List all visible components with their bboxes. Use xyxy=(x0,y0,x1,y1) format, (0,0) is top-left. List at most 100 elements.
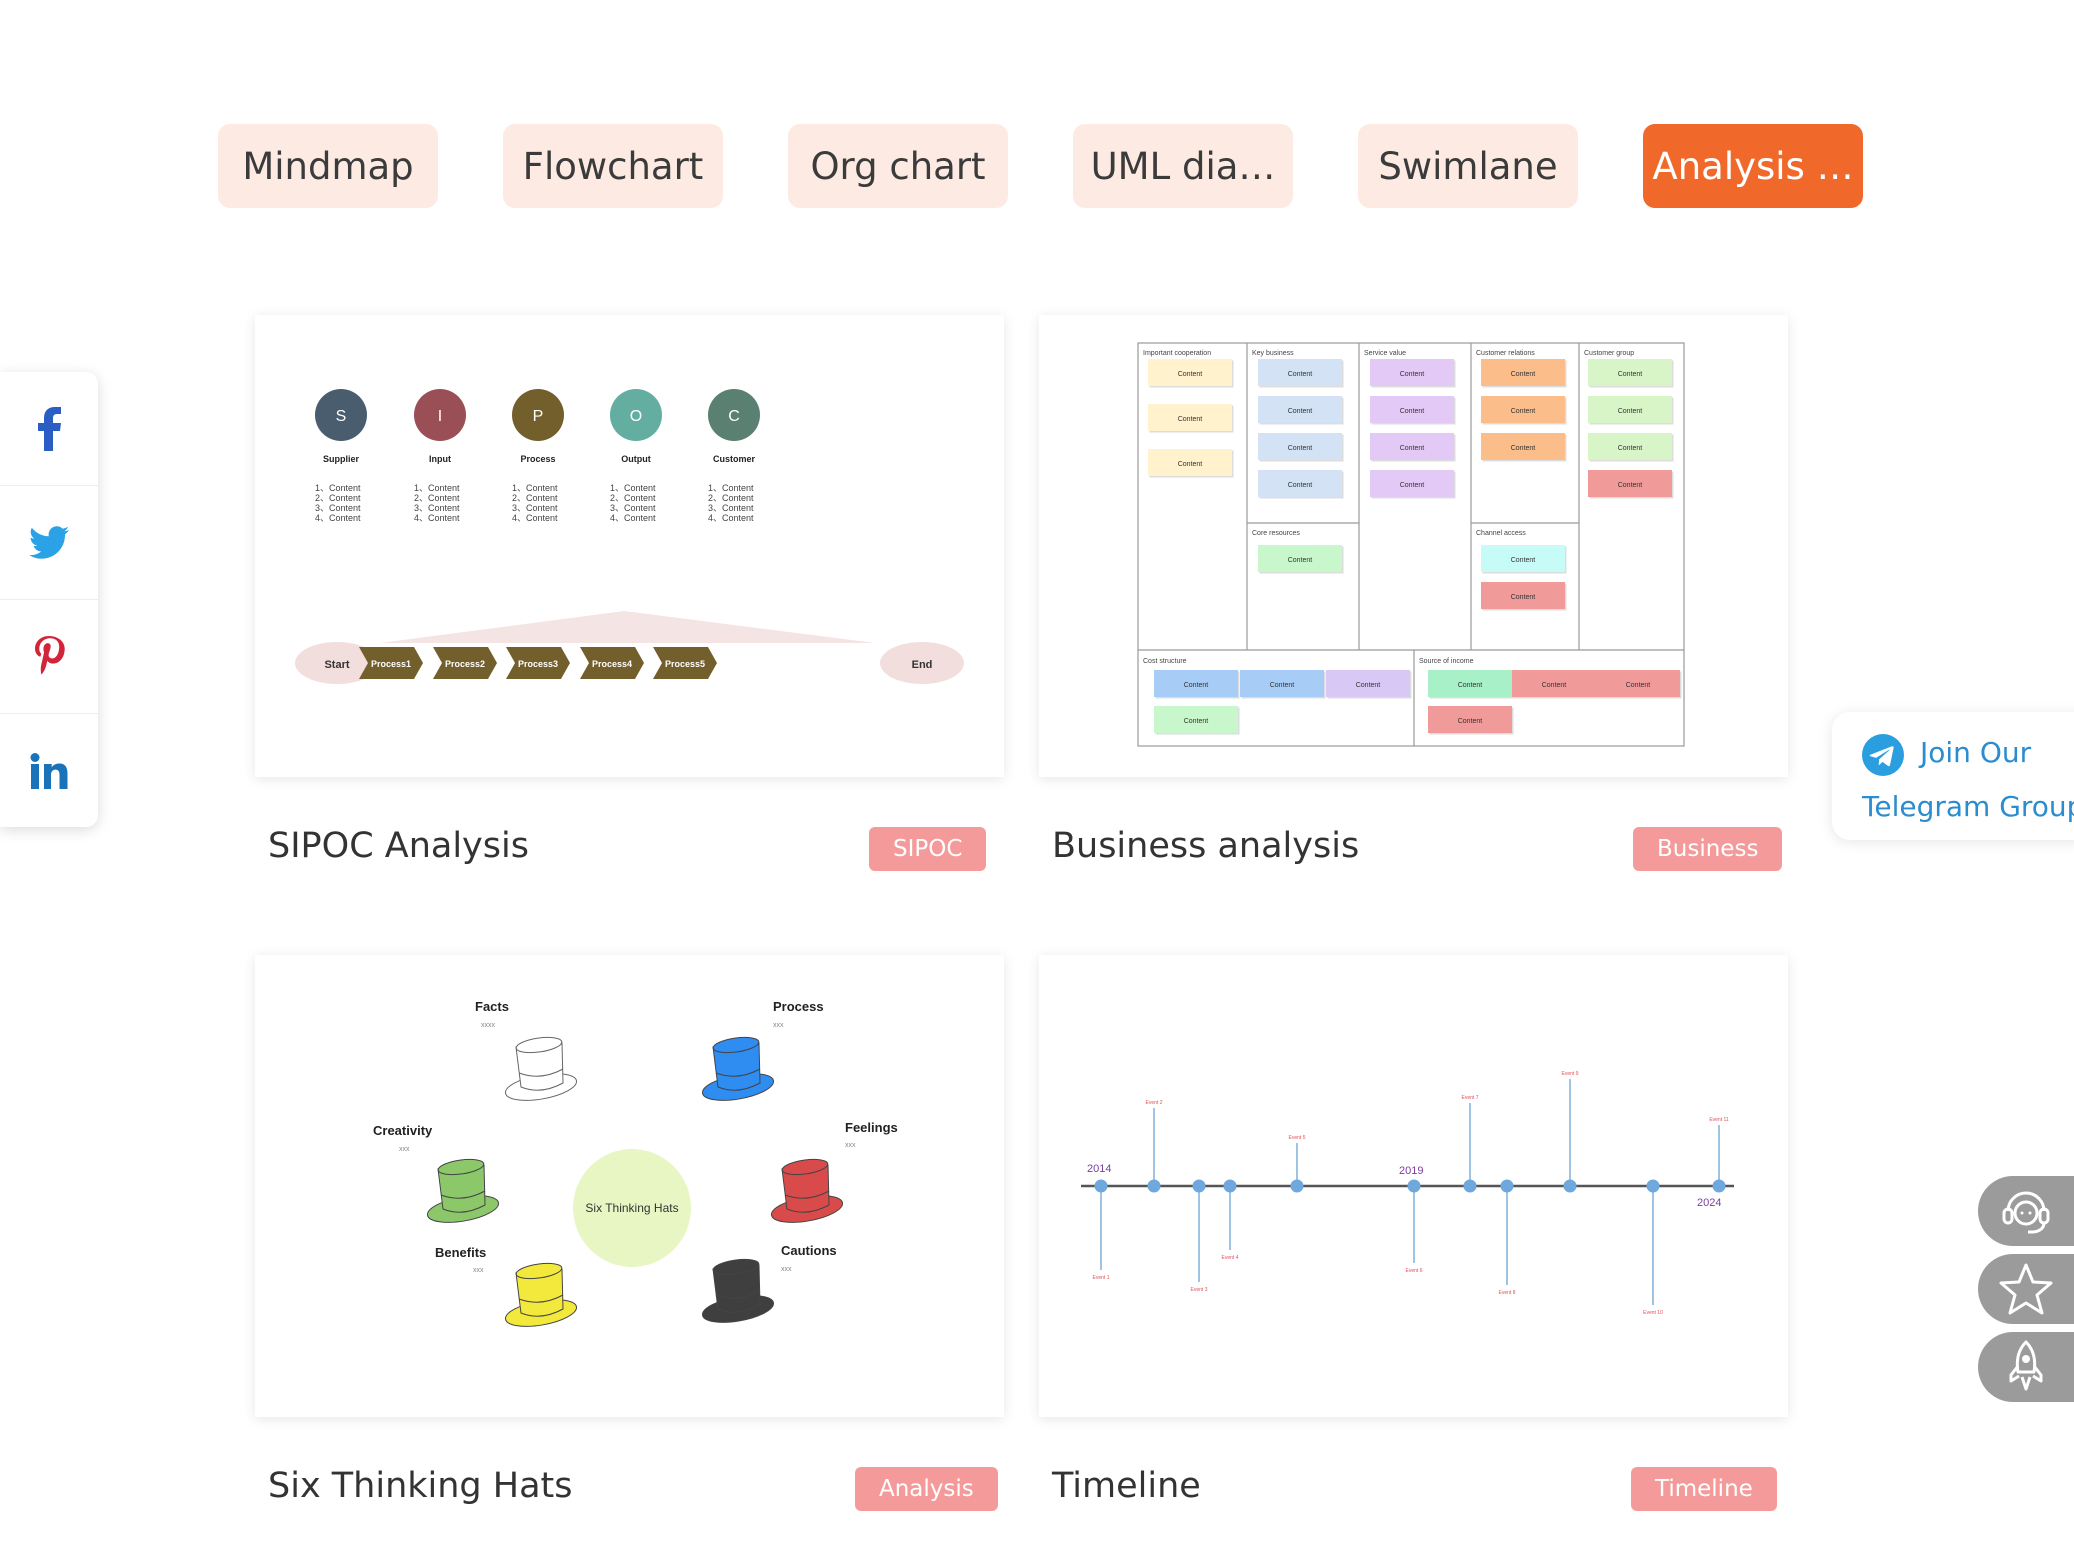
biz-header-key-business: Key business xyxy=(1252,350,1294,357)
biz-header-income: Source of income xyxy=(1419,658,1474,665)
sipoc-item: 3、Content xyxy=(315,503,361,513)
biz-note-text: Content xyxy=(1618,482,1643,489)
timeline-node xyxy=(1223,1179,1237,1193)
timeline-node xyxy=(1407,1179,1421,1193)
timeline-year-mid: 2019 xyxy=(1399,1165,1423,1177)
biz-note-text: Content xyxy=(1270,682,1295,689)
card-tag-sipoc[interactable]: SIPOC xyxy=(869,827,987,871)
support-button[interactable] xyxy=(1978,1176,2074,1246)
sipoc-process-arrow xyxy=(359,647,423,679)
sipoc-item: 1、Content xyxy=(610,483,656,493)
hat-label: Facts xyxy=(475,999,509,1014)
sipoc-end-node xyxy=(880,642,964,684)
biz-note-text: Content xyxy=(1458,682,1483,689)
telegram-line1: Join Our xyxy=(1920,736,2032,769)
hat-benefits xyxy=(504,1262,578,1327)
hat-label: Process xyxy=(773,999,824,1014)
back-to-top-button[interactable] xyxy=(1978,1332,2074,1402)
tab-mindmap[interactable]: Mindmap xyxy=(218,124,438,208)
share-twitter[interactable] xyxy=(0,486,98,600)
biz-sticky-note xyxy=(1148,404,1232,431)
biz-sticky-note xyxy=(1370,396,1454,423)
sipoc-process-arrow xyxy=(433,647,497,679)
business-thumbnail[interactable]: Important cooperation Key business Servi… xyxy=(1039,315,1788,777)
sipoc-label: Output xyxy=(621,454,651,464)
tab-swimlane[interactable]: Swimlane xyxy=(1358,124,1578,208)
sipoc-item: 3、Content xyxy=(708,503,754,513)
share-facebook[interactable] xyxy=(0,372,98,486)
biz-sticky-note xyxy=(1428,706,1512,733)
biz-note-text: Content xyxy=(1184,682,1209,689)
biz-sticky-note xyxy=(1588,359,1672,386)
timeline-event-label: Event 1 xyxy=(1093,1275,1110,1281)
timeline-year-start: 2014 xyxy=(1087,1163,1111,1175)
sipoc-item: 2、Content xyxy=(315,493,361,503)
sipoc-process-label: Process2 xyxy=(445,659,485,669)
biz-sticky-note xyxy=(1370,433,1454,460)
biz-sticky-note xyxy=(1512,670,1596,697)
sipoc-item: 2、Content xyxy=(708,493,754,503)
favorite-button[interactable] xyxy=(1978,1254,2074,1324)
hat-sub: xxx xyxy=(781,1266,792,1273)
tab-analysis[interactable]: Analysis … xyxy=(1643,124,1863,208)
tab-uml-diagram[interactable]: UML dia… xyxy=(1073,124,1293,208)
sipoc-item: 2、Content xyxy=(610,493,656,503)
timeline-event-label: Event 3 xyxy=(1191,1287,1208,1293)
biz-note-text: Content xyxy=(1288,482,1313,489)
facebook-icon xyxy=(38,406,61,451)
biz-header-channel-access: Channel access xyxy=(1476,530,1526,537)
tab-org-chart[interactable]: Org chart xyxy=(788,124,1008,208)
sipoc-letter: O xyxy=(630,408,642,425)
biz-header-customer-group: Customer group xyxy=(1584,350,1634,357)
telegram-icon xyxy=(1862,734,1904,776)
card-tag-timeline[interactable]: Timeline xyxy=(1631,1467,1777,1511)
biz-note-text: Content xyxy=(1178,371,1203,378)
card-title-sipoc[interactable]: SIPOC Analysis xyxy=(268,826,529,866)
timeline-node xyxy=(1463,1179,1477,1193)
biz-sticky-note xyxy=(1258,433,1342,460)
sipoc-label: Customer xyxy=(713,454,756,464)
telegram-group-link[interactable]: Join Our Telegram Group xyxy=(1832,712,2074,840)
timeline-event-label: Event 11 xyxy=(1709,1117,1729,1123)
biz-note-text: Content xyxy=(1542,682,1567,689)
timeline-node xyxy=(1147,1179,1161,1193)
sipoc-item: 4、Content xyxy=(512,513,558,523)
sipoc-item: 1、Content xyxy=(512,483,558,493)
tab-flowchart[interactable]: Flowchart xyxy=(503,124,723,208)
biz-sticky-note xyxy=(1481,433,1565,460)
sipoc-start-node xyxy=(295,642,379,684)
card-tag-analysis[interactable]: Analysis xyxy=(855,1467,998,1511)
biz-note-text: Content xyxy=(1178,461,1203,468)
biz-note-text: Content xyxy=(1400,371,1425,378)
card-tag-business[interactable]: Business xyxy=(1633,827,1783,871)
sipoc-item: 1、Content xyxy=(315,483,361,493)
sipoc-letter: P xyxy=(533,408,544,425)
biz-note-text: Content xyxy=(1400,408,1425,415)
biz-sticky-note xyxy=(1240,670,1324,697)
biz-header-core-resources: Core resources xyxy=(1252,530,1300,537)
sipoc-circle-process xyxy=(512,389,564,441)
biz-header-service-value: Service value xyxy=(1364,350,1406,357)
biz-note-text: Content xyxy=(1511,594,1536,601)
share-pinterest[interactable] xyxy=(0,600,98,714)
card-title-six-hats[interactable]: Six Thinking Hats xyxy=(268,1466,573,1506)
six-hats-center-circle xyxy=(573,1149,691,1267)
biz-note-text: Content xyxy=(1288,371,1313,378)
card-title-business[interactable]: Business analysis xyxy=(1052,826,1360,866)
card-title-timeline[interactable]: Timeline xyxy=(1052,1466,1201,1506)
timeline-event-label: Event 10 xyxy=(1643,1310,1663,1316)
biz-note-text: Content xyxy=(1288,557,1313,564)
biz-note-text: Content xyxy=(1511,557,1536,564)
hat-cautions xyxy=(701,1258,775,1323)
hat-sub: xxx xyxy=(845,1142,856,1149)
timeline-node xyxy=(1192,1179,1206,1193)
hat-sub: xxx xyxy=(399,1146,410,1153)
sipoc-label: Supplier xyxy=(323,454,360,464)
biz-note-text: Content xyxy=(1618,445,1643,452)
sipoc-item: 4、Content xyxy=(414,513,460,523)
biz-sticky-note xyxy=(1326,670,1410,697)
share-linkedin[interactable] xyxy=(0,714,98,827)
